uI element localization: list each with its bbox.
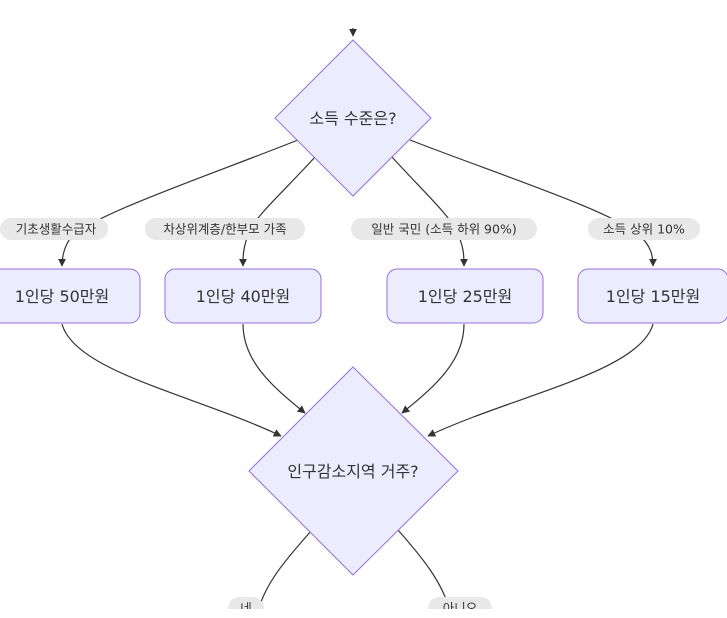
edge-label-near-poverty-bg (145, 218, 305, 240)
decision-region: 인구감소지역 거주? (248, 366, 459, 576)
edge-income-to-25 (391, 156, 468, 267)
edge-label-general-public: 일반 국민 (소득 하위 90%) (351, 218, 537, 240)
node-amount-40: 1인당 40만원 (164, 268, 322, 324)
edge-25-to-region (401, 323, 465, 414)
decision-income-diamond (274, 39, 432, 197)
edge-label-top-income: 소득 상위 10% (588, 218, 700, 240)
decision-income-label: 소득 수준은? (309, 109, 396, 128)
node-amount-50-box (0, 268, 141, 324)
edge-label-yes-text: 네 (240, 601, 252, 616)
node-amount-50-label: 1인당 50만원 (15, 287, 110, 306)
node-amount-25-box (386, 268, 544, 324)
edge-label-general-public-bg (351, 218, 537, 240)
edge-15-to-region (427, 323, 654, 437)
node-amount-15-label: 1인당 15만원 (606, 287, 701, 306)
node-amount-15: 1인당 15만원 (577, 268, 727, 324)
edge-label-basic-recipient-text: 기초생활수급자 (16, 222, 97, 237)
edge-label-top-income-bg (588, 218, 700, 240)
edge-label-top-income-text: 소득 상위 10% (603, 222, 685, 237)
node-amount-40-label: 1인당 40만원 (196, 287, 291, 306)
edge-label-general-public-text: 일반 국민 (소득 하위 90%) (371, 222, 516, 237)
node-amount-40-box (164, 268, 322, 324)
edge-40-to-region (242, 323, 306, 414)
node-amount-50: 1인당 50만원 (0, 268, 141, 324)
edge-income-to-15 (409, 139, 657, 267)
edge-region-yes (257, 529, 313, 613)
decision-region-label: 인구감소지역 거주? (287, 462, 418, 481)
edge-income-to-50 (58, 139, 299, 267)
bottom-clip-band (0, 609, 727, 618)
node-amount-25: 1인당 25만원 (386, 268, 544, 324)
edge-label-basic-recipient-bg (0, 218, 108, 240)
edge-label-near-poverty: 차상위계층/한부모 가족 (145, 218, 305, 240)
decision-income: 소득 수준은? (274, 39, 432, 197)
edge-50-to-region (61, 323, 282, 437)
node-amount-15-box (577, 268, 727, 324)
decision-region-diamond (248, 366, 459, 576)
edge-label-near-poverty-text: 차상위계층/한부모 가족 (163, 222, 286, 237)
edge-income-to-40 (239, 156, 316, 267)
edge-label-basic-recipient: 기초생활수급자 (0, 218, 108, 240)
node-amount-25-label: 1인당 25만원 (418, 287, 513, 306)
